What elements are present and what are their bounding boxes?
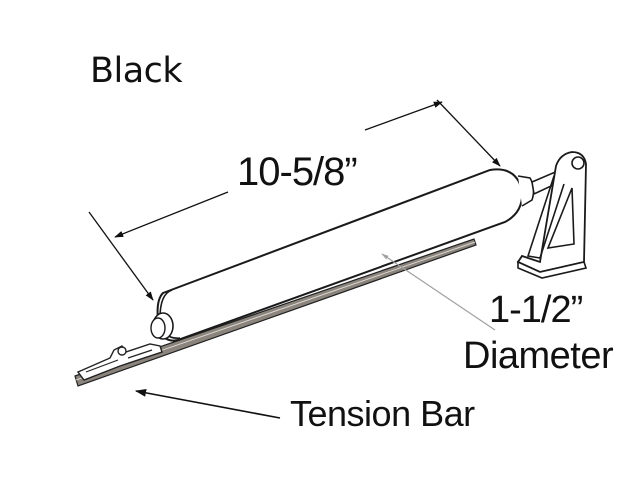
diameter-value-label: 1-1/2” — [489, 289, 583, 331]
length-dimension — [88, 99, 501, 301]
color-title: Black — [90, 51, 183, 91]
jamb-bracket — [516, 151, 588, 279]
tension-bar-label: Tension Bar — [290, 393, 475, 434]
tension-bar-leader — [134, 389, 281, 419]
tension-bar — [74, 238, 477, 387]
diameter-label: Diameter — [463, 335, 614, 377]
diameter-leader — [381, 253, 496, 331]
length-dimension-label: 10-5/8” — [237, 150, 358, 194]
cylinder — [150, 168, 566, 342]
